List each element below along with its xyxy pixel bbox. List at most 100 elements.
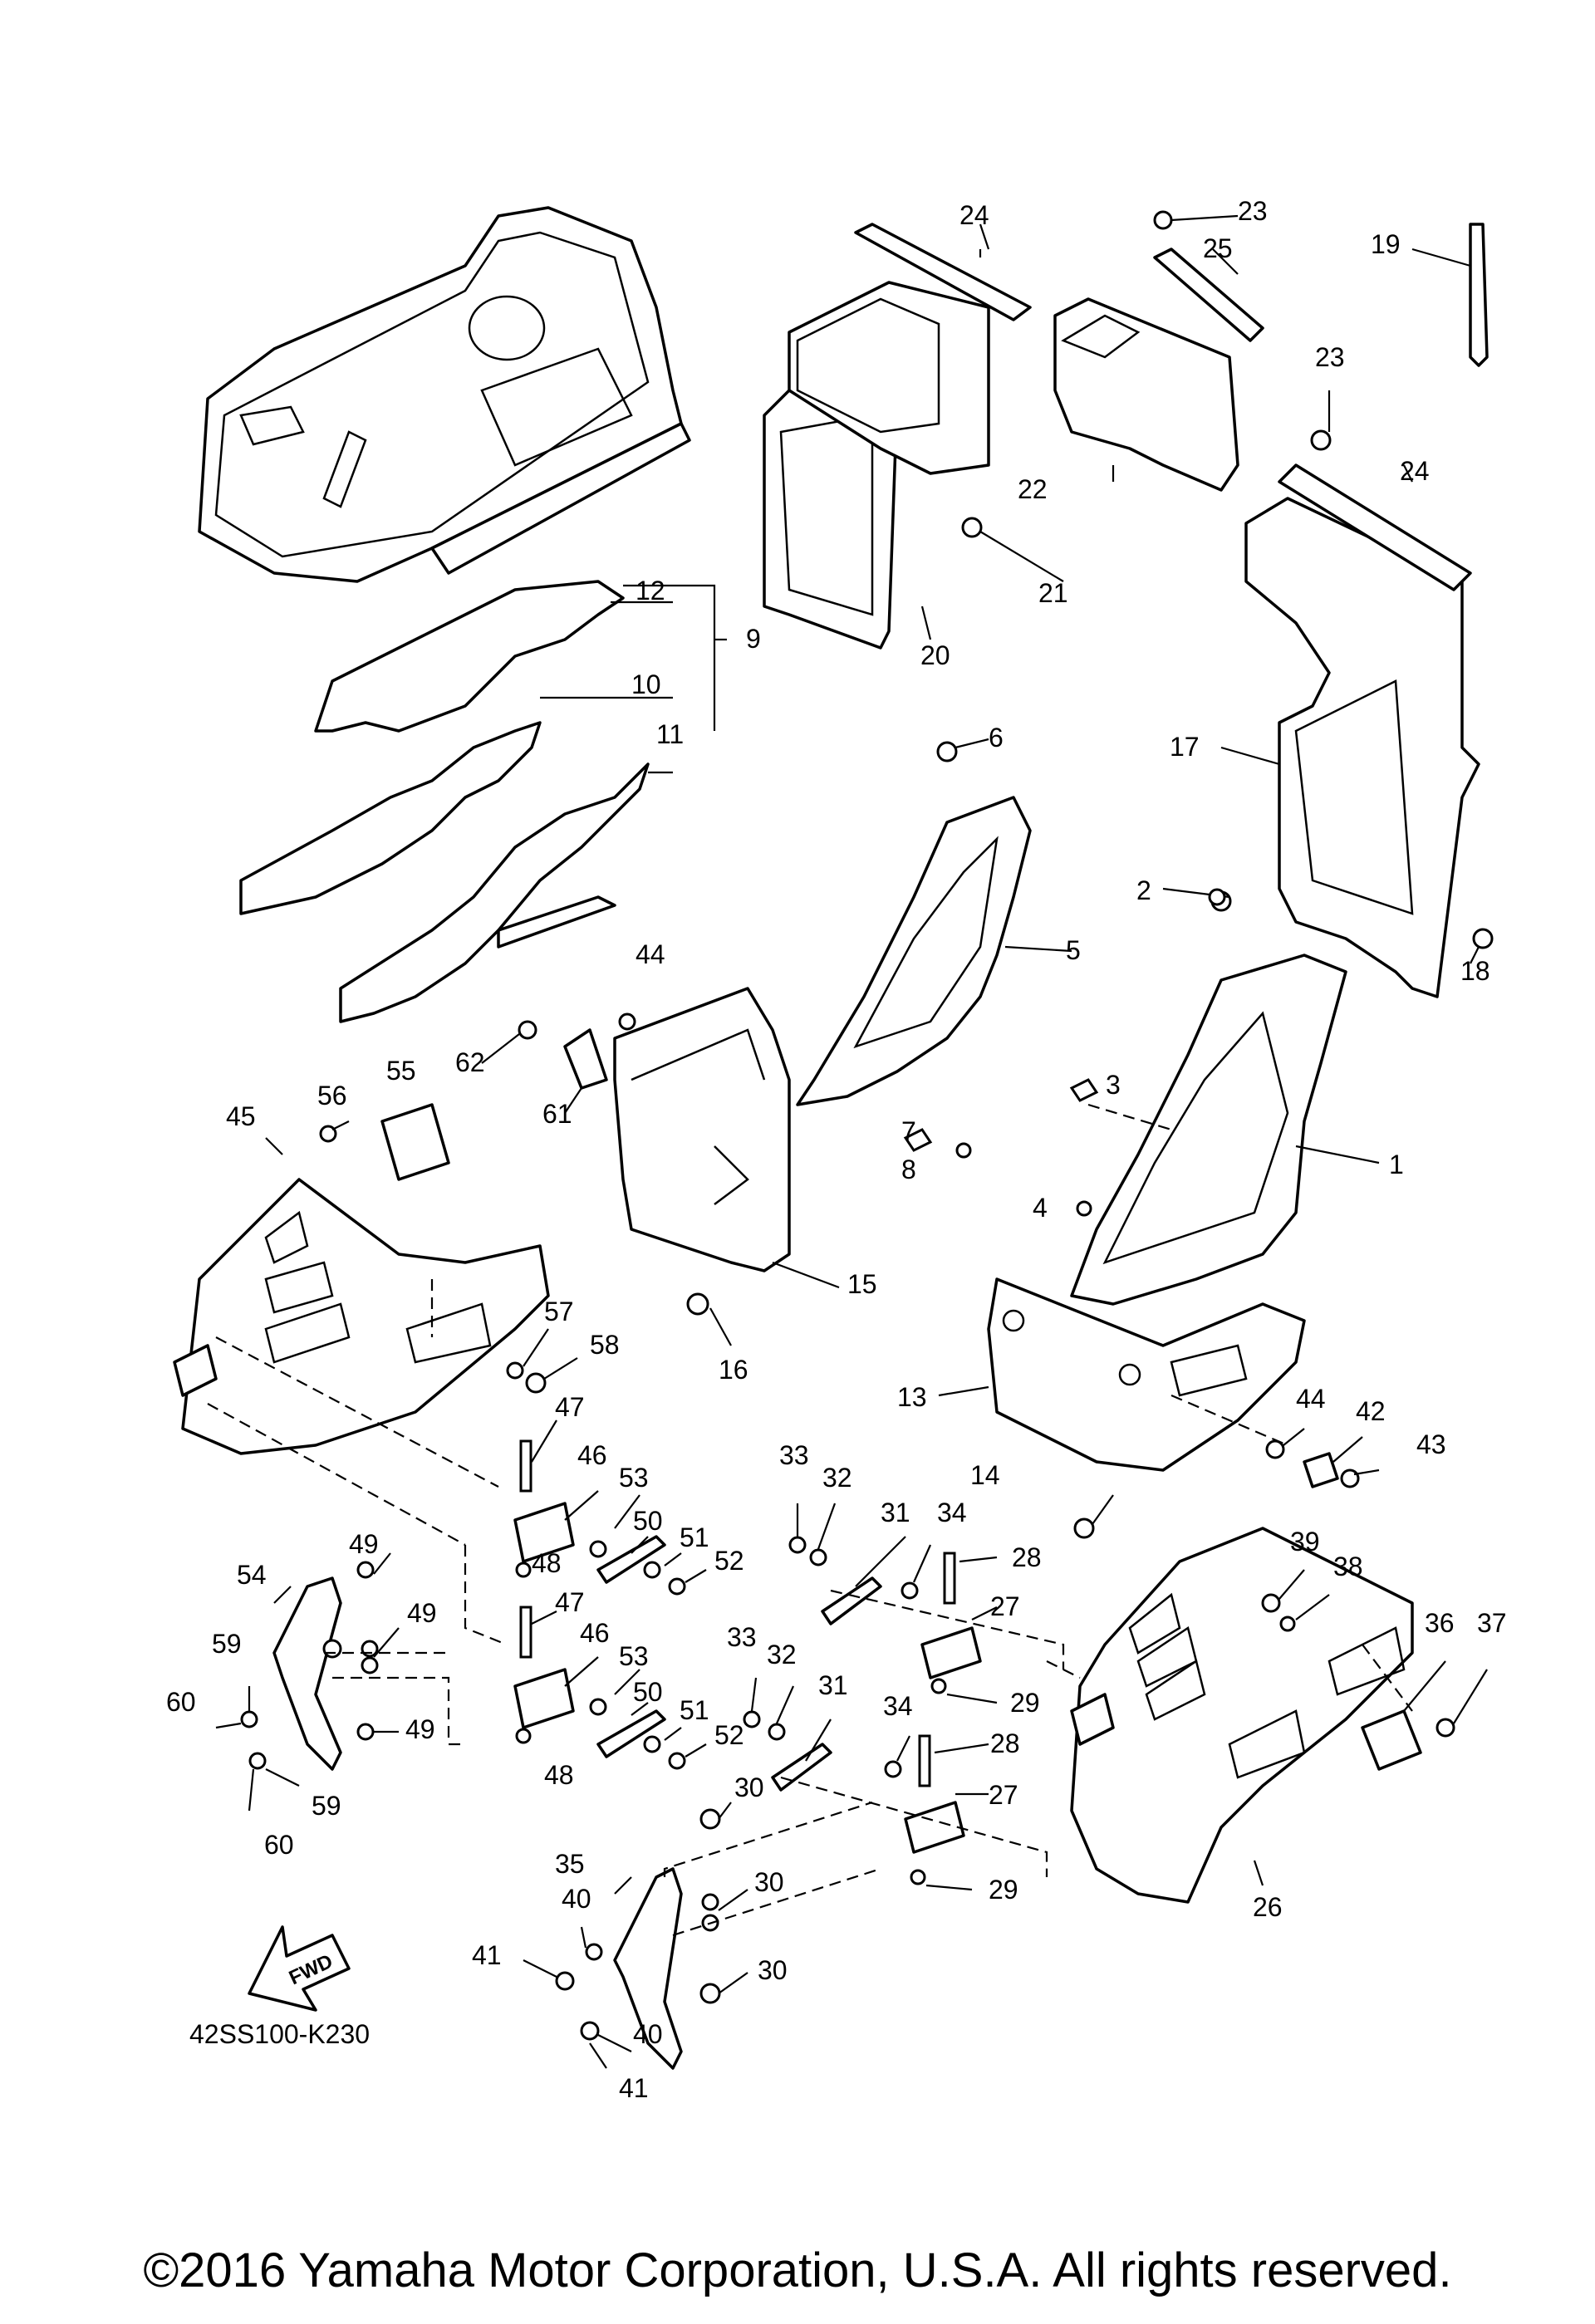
callout-3: 3 xyxy=(1106,1070,1121,1100)
callout-41b: 41 xyxy=(619,2073,649,2103)
cable-tie-19 xyxy=(1469,223,1489,367)
nut-3 xyxy=(1069,1078,1099,1102)
callout-46a: 46 xyxy=(577,1440,607,1470)
cover-assembly xyxy=(198,206,691,583)
callout-52a: 52 xyxy=(714,1546,744,1576)
callout-35: 35 xyxy=(555,1849,585,1879)
callout-5: 5 xyxy=(1066,935,1081,965)
callout-6: 6 xyxy=(989,723,1004,753)
pad-11 xyxy=(339,762,650,1023)
callout-25: 25 xyxy=(1203,233,1233,263)
callout-30c: 30 xyxy=(758,1955,788,1985)
callout-1: 1 xyxy=(1389,1150,1404,1179)
callout-11: 11 xyxy=(656,719,684,749)
screw-8 xyxy=(955,1142,972,1159)
bracket-55 xyxy=(380,1103,450,1181)
callout-23b: 23 xyxy=(1315,342,1345,372)
callout-2: 2 xyxy=(1136,875,1151,905)
callout-44b: 44 xyxy=(1296,1384,1326,1414)
callout-28b: 28 xyxy=(990,1728,1020,1758)
callout-labels: 1 2 3 4 5 6 7 8 9 10 11 12 13 14 15 16 1… xyxy=(166,196,1507,2103)
callout-44a: 44 xyxy=(636,939,665,969)
side-panel-26 xyxy=(1070,1527,1414,1904)
panel-13 xyxy=(987,1277,1306,1472)
copyright-notice: ©2016 Yamaha Motor Corporation, U.S.A. A… xyxy=(143,2243,1452,2297)
callout-62: 62 xyxy=(455,1047,485,1077)
callout-53a: 53 xyxy=(619,1463,649,1493)
clip-23b xyxy=(1310,429,1332,451)
callout-41a: 41 xyxy=(472,1940,502,1970)
callout-49a: 49 xyxy=(349,1529,379,1559)
callout-14: 14 xyxy=(970,1460,1000,1490)
callout-36: 36 xyxy=(1425,1608,1455,1638)
screw-4 xyxy=(1076,1200,1092,1217)
callout-33b: 33 xyxy=(727,1622,757,1652)
callout-40b: 40 xyxy=(633,2019,663,2049)
callout-60a: 60 xyxy=(166,1687,196,1717)
hinge-set-center-lower xyxy=(743,1710,965,1885)
clip-2 xyxy=(1208,888,1226,906)
callout-22: 22 xyxy=(1018,474,1048,504)
callout-42: 42 xyxy=(1356,1396,1386,1426)
callout-34b: 34 xyxy=(883,1691,913,1721)
bolt-43 xyxy=(1340,1468,1360,1488)
callout-8: 8 xyxy=(901,1155,916,1184)
duct-22 xyxy=(1053,297,1239,492)
washer-57 xyxy=(506,1361,524,1380)
bracket-36 xyxy=(1361,1709,1422,1771)
nut-58 xyxy=(525,1372,547,1394)
callout-54: 54 xyxy=(237,1560,267,1590)
callout-28a: 28 xyxy=(1012,1542,1042,1572)
callout-40a: 40 xyxy=(562,1884,591,1914)
callout-47b: 47 xyxy=(555,1587,585,1617)
callout-17: 17 xyxy=(1170,732,1200,762)
clip-23a xyxy=(1153,210,1239,230)
callout-30b: 30 xyxy=(754,1867,784,1897)
duct-17 xyxy=(1244,463,1480,998)
duct-20 xyxy=(763,281,990,650)
callout-38: 38 xyxy=(1333,1552,1363,1581)
callout-47a: 47 xyxy=(555,1392,585,1422)
clip-18 xyxy=(1472,928,1494,949)
callout-4: 4 xyxy=(1033,1193,1048,1223)
callout-23a: 23 xyxy=(1238,196,1268,226)
callout-55: 55 xyxy=(386,1056,416,1086)
hinge-set-center-upper xyxy=(788,1536,982,1694)
callout-49c: 49 xyxy=(405,1714,435,1744)
callout-15: 15 xyxy=(847,1269,877,1299)
callout-58: 58 xyxy=(590,1330,620,1360)
callout-9: 9 xyxy=(746,624,761,654)
callout-20: 20 xyxy=(920,640,950,670)
nut-44b xyxy=(1265,1439,1285,1459)
bolt-14 xyxy=(1073,1517,1095,1539)
callout-52b: 52 xyxy=(714,1720,744,1750)
callout-29a: 29 xyxy=(1010,1688,1040,1718)
callout-61: 61 xyxy=(542,1099,572,1129)
callout-27b: 27 xyxy=(989,1780,1018,1810)
seal-24a xyxy=(854,223,1032,321)
hinge-set-lower xyxy=(513,1606,686,1770)
fwd-arrow-icon: FWD xyxy=(248,1925,351,2012)
callout-50a: 50 xyxy=(633,1506,663,1536)
callout-59b: 59 xyxy=(312,1791,341,1821)
bracket-61 xyxy=(563,1028,608,1090)
nut-39 xyxy=(1261,1593,1281,1613)
bolt-37 xyxy=(1436,1718,1455,1738)
callout-59a: 59 xyxy=(212,1629,242,1659)
hinge-set-upper xyxy=(513,1439,686,1596)
callout-49b: 49 xyxy=(407,1598,437,1628)
callout-48b: 48 xyxy=(544,1760,574,1790)
pad-10 xyxy=(239,721,542,915)
callout-56: 56 xyxy=(317,1081,347,1111)
callout-32a: 32 xyxy=(822,1463,852,1493)
callout-32b: 32 xyxy=(767,1640,797,1669)
seal-25 xyxy=(1153,248,1264,342)
callout-51b: 51 xyxy=(680,1695,709,1725)
bolt-62 xyxy=(518,1020,537,1040)
callout-24b: 24 xyxy=(1400,456,1430,486)
callout-51a: 51 xyxy=(680,1522,709,1552)
callout-43: 43 xyxy=(1416,1429,1446,1459)
clip-21 xyxy=(961,517,1064,582)
callout-34a: 34 xyxy=(937,1498,967,1527)
